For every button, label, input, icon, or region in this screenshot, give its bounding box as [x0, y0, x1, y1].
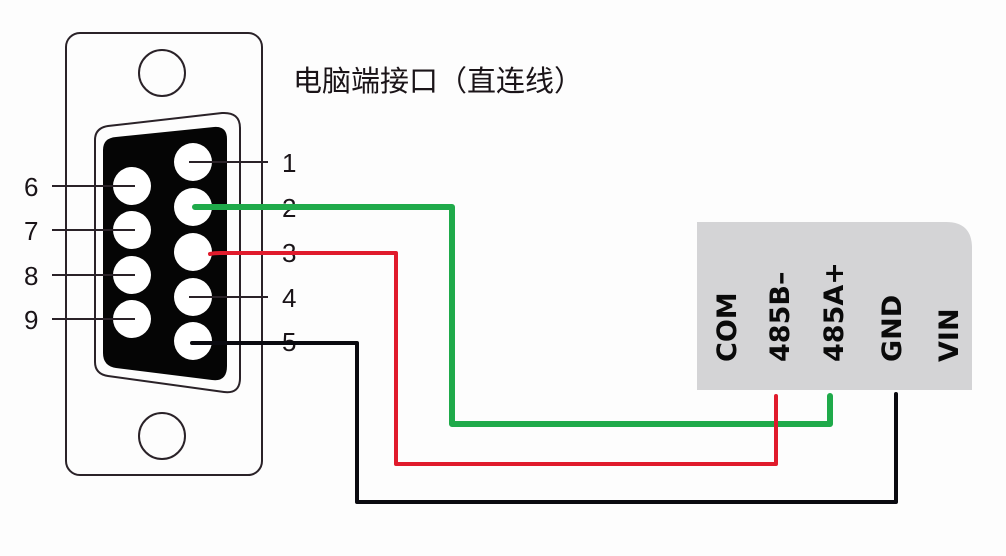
module-body	[697, 222, 972, 390]
wire-pin2-to-485a	[192, 204, 833, 427]
pin-number-1: 1	[282, 148, 296, 178]
mounting-hole-bottom	[138, 412, 186, 460]
terminal-label-gnd: GND	[877, 295, 908, 362]
wire-group	[190, 204, 898, 504]
wire-pin5-to-gnd	[190, 341, 898, 504]
connector-outline	[94, 111, 241, 394]
mounting-hole-top	[138, 49, 186, 97]
terminal-label-485a: 485A+	[819, 262, 850, 362]
pin-number-9: 9	[24, 305, 38, 335]
terminal-label-com: COM	[712, 292, 743, 362]
diagram-title: 电脑端接口（直连线）	[293, 64, 583, 98]
wire-pin3-to-485b	[208, 251, 778, 466]
pin-number-8: 8	[24, 261, 38, 291]
pin-number-7: 7	[24, 216, 38, 246]
terminal-label-485b: 485B–	[765, 272, 796, 362]
pin-number-4: 4	[282, 283, 296, 313]
pin-3	[174, 233, 212, 271]
pin-number-6: 6	[24, 172, 38, 202]
terminal-label-vin: VIN	[934, 308, 965, 362]
rs485-module: COM 485B– 485A+ GND VIN	[697, 222, 972, 390]
module-labels: COM 485B– 485A+ GND VIN	[712, 262, 965, 362]
